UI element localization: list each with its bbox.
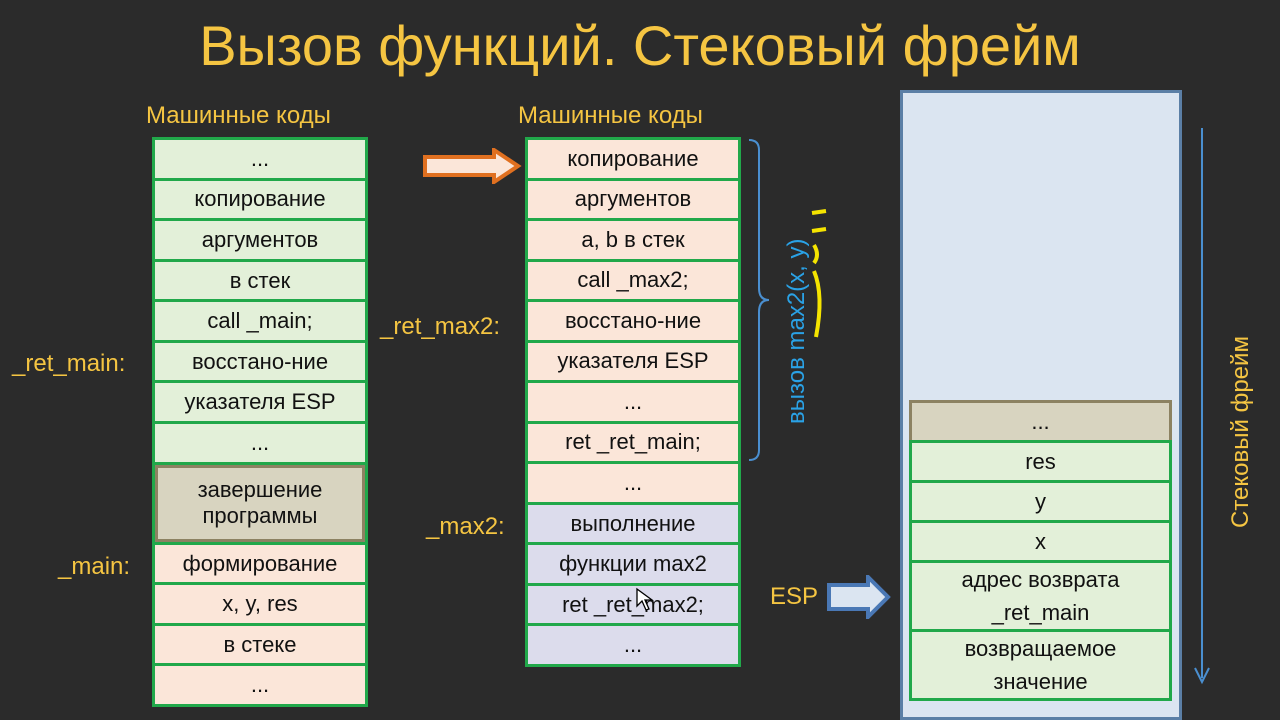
code-cell: восстано-ние (155, 342, 365, 381)
middle-column-header: Машинные коды (518, 102, 703, 129)
code-cell: a, b в стек (528, 221, 738, 259)
cursor-icon (636, 587, 654, 611)
arrow-right-icon (423, 148, 522, 184)
ret-max2-label: _ret_max2: (380, 313, 501, 340)
stack-cell: x (909, 520, 1172, 563)
code-cell: ret _ret_max2; (528, 585, 738, 624)
middle-code-column: копирование аргументов a, b в стек call … (525, 137, 741, 667)
code-cell: аргументов (155, 221, 365, 259)
code-cell: выполнение (528, 504, 738, 543)
code-cell: ... (155, 140, 365, 178)
stack-cell: res (909, 440, 1172, 483)
left-column-header: Машинные коды (146, 102, 331, 129)
code-cell: функции max2 (528, 545, 738, 583)
stack-cell: y (909, 480, 1172, 523)
code-cell: восстано-ние (528, 302, 738, 340)
stack-frame-label: Стековый фрейм (1227, 336, 1254, 528)
code-cell: ret _ret_main; (528, 423, 738, 462)
down-arrow-icon (1194, 128, 1210, 685)
highlight-scribble-icon (811, 209, 827, 338)
slide-title: Вызов функций. Стековый фрейм (199, 14, 1081, 77)
bracket-icon (748, 139, 770, 461)
code-cell: копирование (528, 140, 738, 178)
code-cell: x, y, res (155, 585, 365, 623)
call-label-prefix: вызов (783, 350, 810, 424)
main-label: _main: (58, 553, 131, 580)
code-cell: ... (528, 464, 738, 502)
ret-main-label: _ret_main: (12, 350, 126, 377)
left-code-column: ... копирование аргументов в стек call _… (152, 137, 368, 707)
max2-label: _max2: (426, 513, 505, 540)
esp-arrow-icon (827, 575, 891, 619)
code-cell: указателя ESP (155, 383, 365, 422)
program-end-cell: завершение программы (155, 464, 365, 542)
code-cell: формирование (155, 544, 365, 583)
code-cell: в стеке (155, 625, 365, 664)
stack-frame-column: ... res y x адрес возврата _ret_main воз… (909, 400, 1172, 701)
code-cell: ... (528, 383, 738, 421)
stack-cell: возвращаемое значение (909, 629, 1172, 701)
code-cell: аргументов (528, 180, 738, 219)
stack-cell: ... (909, 400, 1172, 443)
code-cell: call _max2; (528, 261, 738, 300)
stack-cell: адрес возврата _ret_main (909, 560, 1172, 632)
code-cell: ... (528, 626, 738, 664)
esp-label: ESP (770, 583, 819, 610)
code-cell: ... (155, 424, 365, 462)
code-cell: call _main; (155, 302, 365, 340)
code-cell: копирование (155, 180, 365, 219)
code-cell: указателя ESP (528, 342, 738, 381)
code-cell: в стек (155, 261, 365, 300)
code-cell: ... (155, 666, 365, 705)
